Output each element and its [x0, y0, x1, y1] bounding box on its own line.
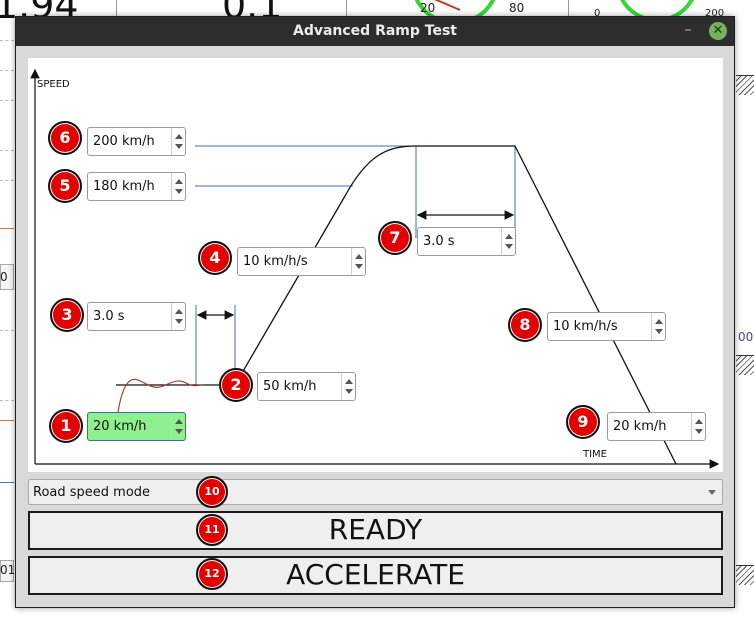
stepper-up-icon[interactable]: [505, 234, 513, 239]
gauge-left-label-a: 20: [420, 1, 436, 15]
stepper-up-icon[interactable]: [175, 419, 183, 424]
step-badge-1: 1: [49, 409, 83, 443]
hold-time-stepper[interactable]: [501, 228, 515, 255]
close-button[interactable]: ✕: [709, 22, 727, 40]
ready-button[interactable]: READY: [28, 511, 723, 550]
start-speed-field[interactable]: 50 km/h: [257, 372, 356, 401]
stepper-down-icon[interactable]: [175, 319, 183, 324]
stepper-down-icon[interactable]: [345, 389, 353, 394]
start-speed-stepper[interactable]: [341, 373, 355, 400]
initial-speed-stepper[interactable]: [171, 413, 185, 440]
step-badge-8: 8: [508, 308, 542, 342]
step-badge-7: 7: [378, 221, 412, 255]
stepper-up-icon[interactable]: [345, 379, 353, 384]
acceleration-value: 10 km/h/s: [243, 254, 308, 269]
stepper-down-icon[interactable]: [355, 264, 363, 269]
stepper-down-icon[interactable]: [175, 144, 183, 149]
step-badge-3: 3: [50, 298, 84, 332]
hold-time-field[interactable]: 3.0 s: [417, 227, 516, 256]
delay-time-field[interactable]: 3.0 s: [87, 302, 186, 331]
transition-speed-field[interactable]: 180 km/h: [87, 172, 186, 201]
step-badge-10: 10: [196, 476, 228, 508]
right-edge-value: 00: [738, 330, 754, 344]
step-badge-12: 12: [196, 558, 228, 590]
left-edge-bottom-value: 01:: [0, 563, 20, 577]
stepper-up-icon[interactable]: [355, 254, 363, 259]
acceleration-stepper[interactable]: [351, 248, 365, 275]
delay-time-value: 3.0 s: [93, 309, 125, 324]
ramp-profile-drawing: [30, 68, 720, 469]
gauge-right-label-a: 0: [594, 8, 601, 19]
step-badge-11: 11: [196, 514, 228, 546]
ramp-profile-graph: SPEED TIME 6 5 4 7 3 8 2 1 9 200 km/h 18…: [28, 58, 723, 472]
acceleration-field[interactable]: 10 km/h/s: [237, 247, 366, 276]
initial-speed-field[interactable]: 20 km/h: [87, 412, 186, 441]
max-speed-value: 200 km/h: [93, 134, 155, 149]
deceleration-stepper[interactable]: [651, 313, 665, 340]
stepper-up-icon[interactable]: [175, 179, 183, 184]
title-bar[interactable]: Advanced Ramp Test – ✕: [16, 17, 734, 46]
deceleration-field[interactable]: 10 km/h/s: [547, 312, 666, 341]
stepper-up-icon[interactable]: [175, 134, 183, 139]
chevron-down-icon[interactable]: [708, 490, 716, 495]
step-badge-2: 2: [219, 368, 253, 402]
stepper-up-icon[interactable]: [175, 309, 183, 314]
left-edge-value: 0: [0, 270, 8, 284]
minimize-button[interactable]: –: [684, 22, 692, 38]
step-badge-9: 9: [566, 405, 600, 439]
end-speed-field[interactable]: 20 km/h: [607, 412, 706, 441]
x-axis-label: TIME: [583, 449, 608, 460]
step-badge-5: 5: [48, 169, 82, 203]
mode-select-value: Road speed mode: [33, 485, 151, 500]
hold-time-value: 3.0 s: [423, 234, 455, 249]
stepper-down-icon[interactable]: [175, 189, 183, 194]
speed-gauge-left: [414, 0, 496, 20]
max-speed-stepper[interactable]: [171, 128, 185, 155]
end-speed-stepper[interactable]: [691, 413, 705, 440]
stepper-up-icon[interactable]: [695, 419, 703, 424]
stepper-down-icon[interactable]: [695, 429, 703, 434]
max-speed-field[interactable]: 200 km/h: [87, 127, 186, 156]
gauge-right-label-b: 200: [705, 8, 725, 19]
window-title: Advanced Ramp Test: [292, 23, 457, 39]
stepper-down-icon[interactable]: [505, 244, 513, 249]
ramp-test-dialog: Advanced Ramp Test – ✕: [15, 16, 735, 608]
delay-time-stepper[interactable]: [171, 303, 185, 330]
stepper-down-icon[interactable]: [655, 329, 663, 334]
mode-select[interactable]: Road speed mode: [28, 479, 723, 505]
transition-speed-value: 180 km/h: [93, 179, 155, 194]
gauge-left-label-b: 80: [509, 1, 525, 15]
step-badge-4: 4: [198, 241, 232, 275]
accelerate-button[interactable]: ACCELERATE: [28, 556, 723, 595]
deceleration-value: 10 km/h/s: [553, 319, 618, 334]
y-axis-label: SPEED: [37, 79, 70, 90]
step-badge-6: 6: [48, 121, 82, 155]
start-speed-value: 50 km/h: [263, 379, 317, 394]
stepper-up-icon[interactable]: [655, 319, 663, 324]
transition-speed-stepper[interactable]: [171, 173, 185, 200]
stepper-down-icon[interactable]: [175, 429, 183, 434]
initial-speed-value: 20 km/h: [93, 419, 147, 434]
end-speed-value: 20 km/h: [613, 419, 667, 434]
